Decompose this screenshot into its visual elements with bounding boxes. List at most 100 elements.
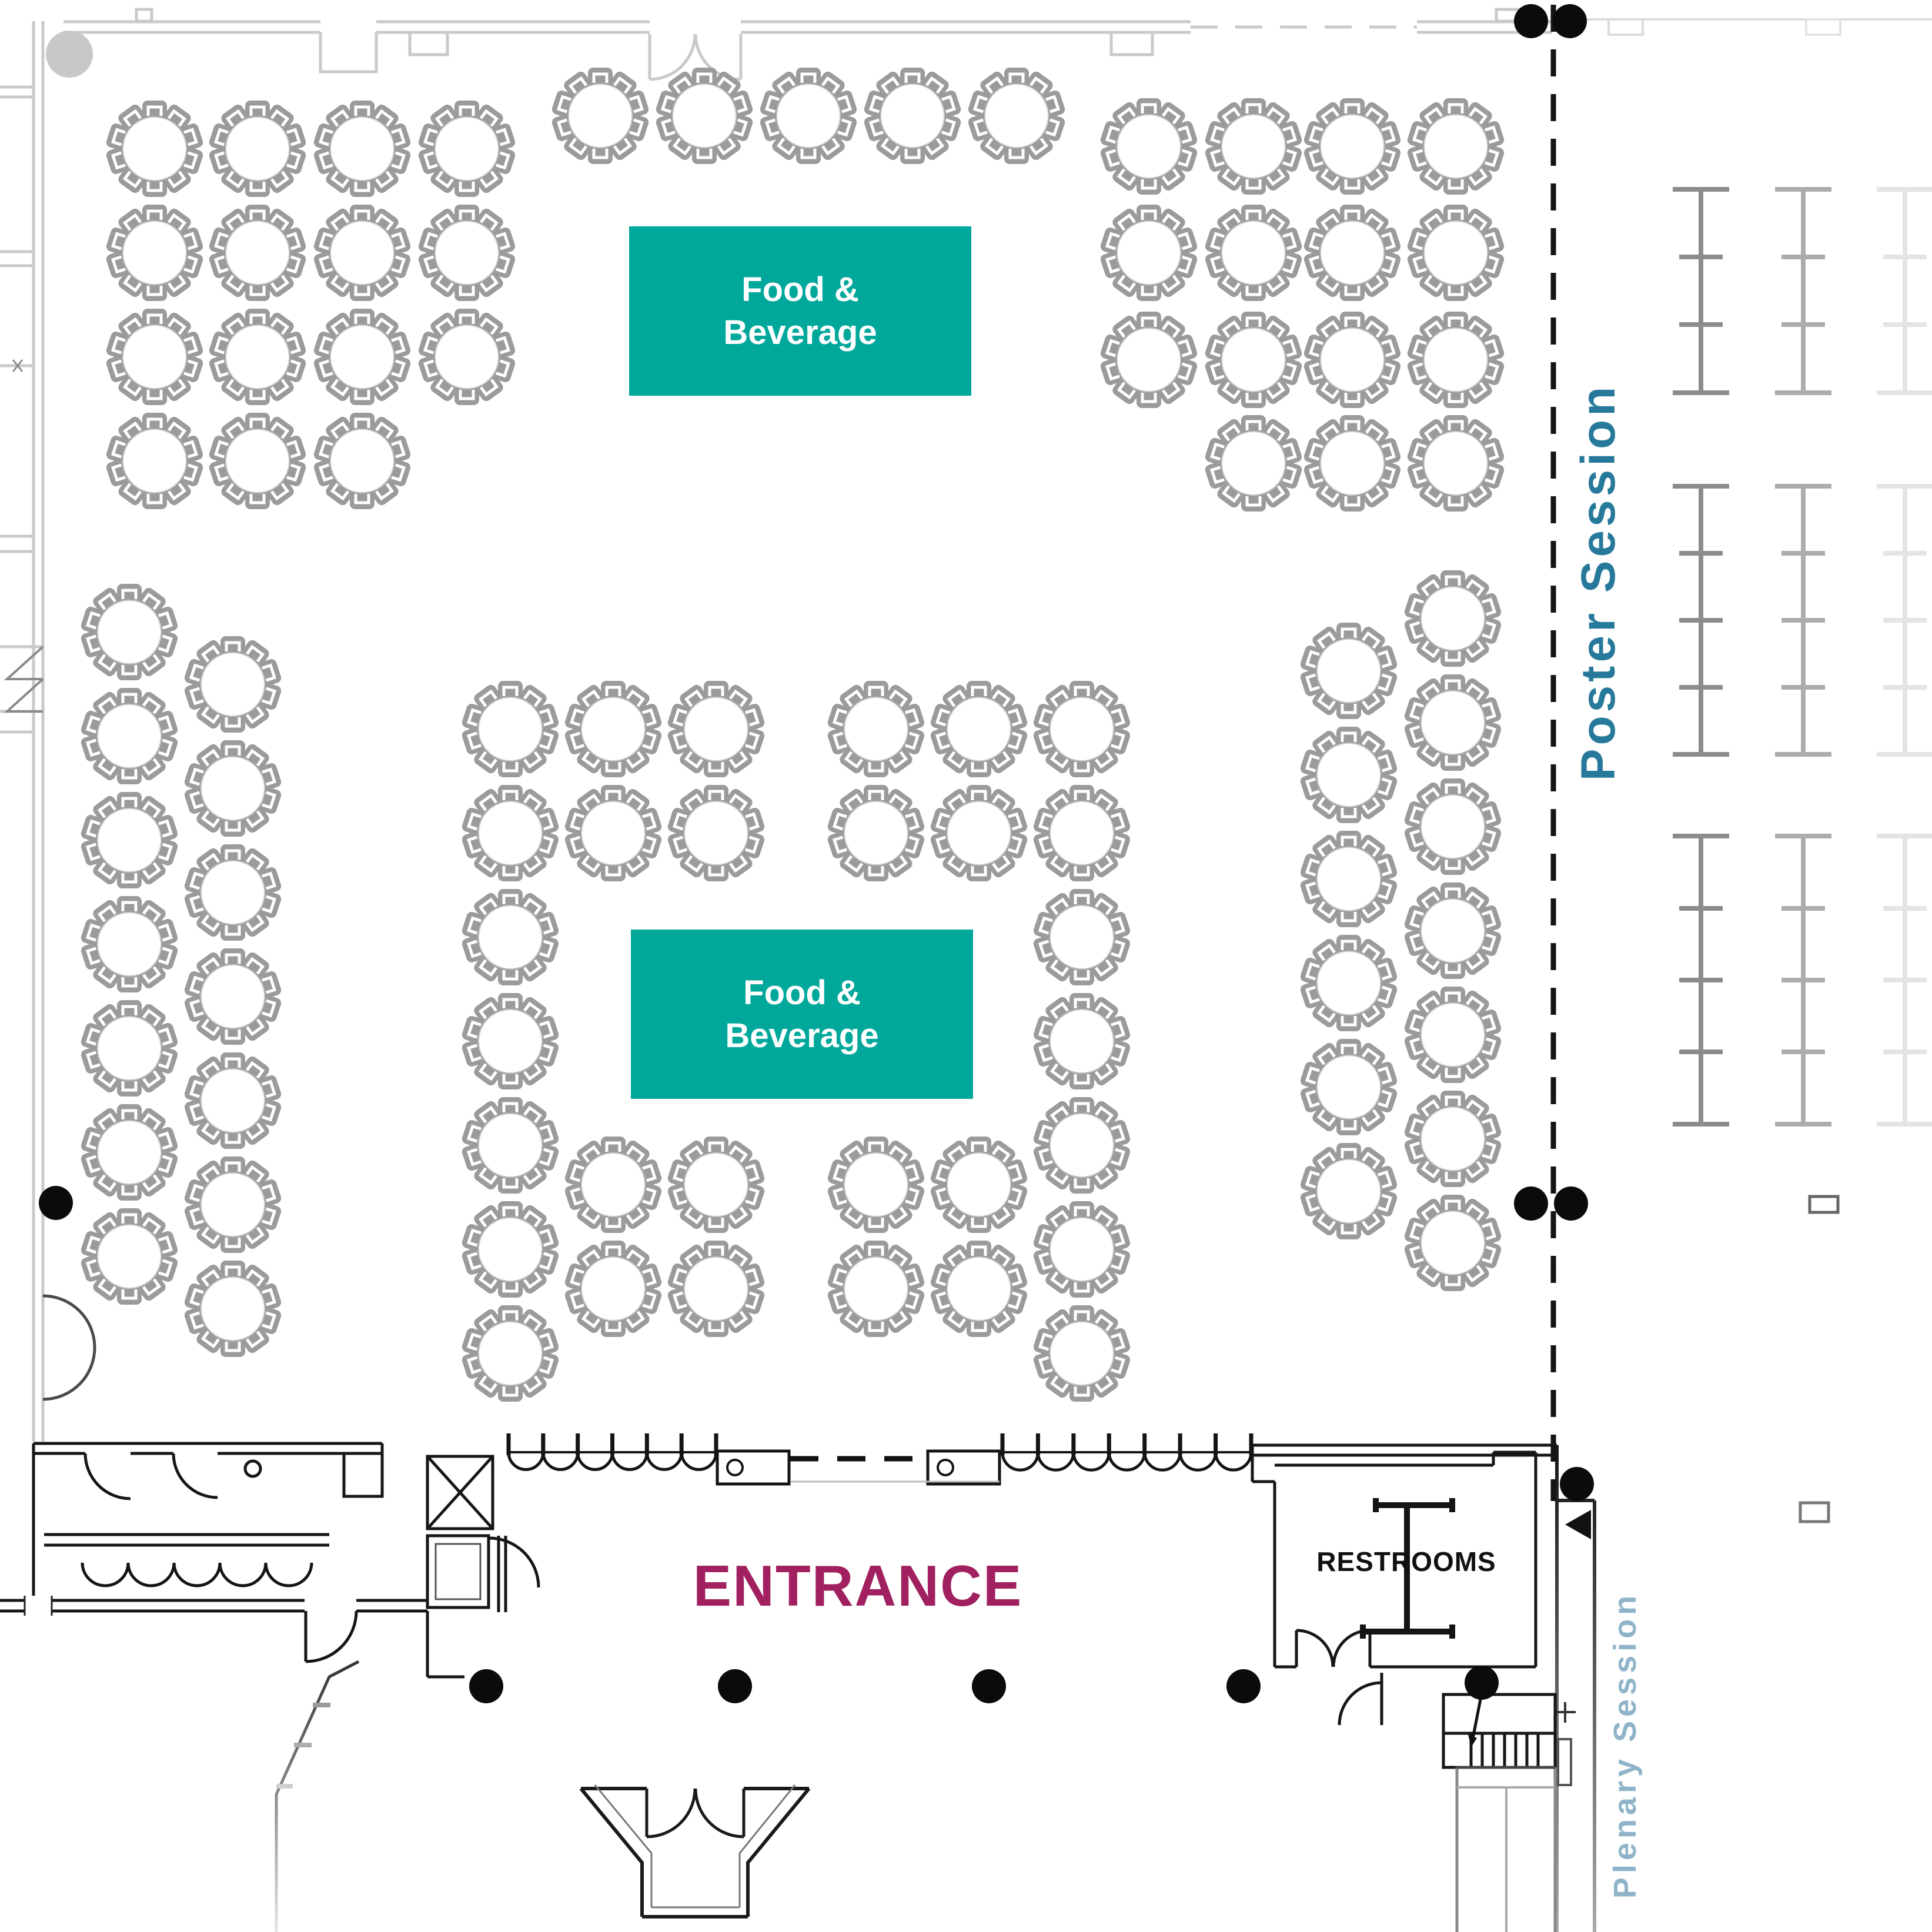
banquet-table [551,68,650,164]
poster-rack [1673,187,1729,395]
stairs [1442,1693,1557,1932]
banquet-table [313,309,412,405]
poster-rack [1877,834,1932,1127]
banquet-table [183,948,283,1045]
banquet-table [930,681,1029,777]
banquet-table [80,792,179,888]
banquet-table [1303,415,1402,512]
banquet-table [667,785,766,881]
banquet-table [1403,987,1503,1083]
stair-direction-arrow [1470,1693,1483,1742]
direction-triangle [1565,1510,1591,1539]
banquet-table [1406,415,1506,512]
banquet-table [461,681,560,777]
food-beverage-label-line2: Beverage [723,313,877,352]
banquet-table [105,205,205,301]
banquet-table [1299,1039,1399,1135]
banquet-table [667,681,766,777]
banquet-table [183,1052,283,1149]
banquet-table [1099,205,1199,301]
banquet-table [417,309,517,405]
banquet-table [461,1097,560,1194]
banquet-table [827,785,926,881]
poster-rack [1877,484,1932,757]
banquet-table [1299,623,1399,719]
banquet-table [208,413,307,509]
banquet-table [105,413,205,509]
banquet-table [80,896,179,992]
poster-rack [1877,187,1932,395]
bollard [39,1186,73,1220]
banquet-table [105,101,205,197]
banquet-table [1299,831,1399,927]
banquet-table [1299,935,1399,1031]
food-beverage-label-line1: Food & [741,270,859,309]
banquet-table [1299,727,1399,823]
banquet-table [417,205,517,301]
bollard [1554,1186,1588,1221]
scallop-wall [1000,1433,1254,1472]
bollard [1514,4,1548,38]
stair-arrowhead [1468,1734,1477,1747]
vestibule-double-door [645,1788,746,1839]
exterior-vestibule [579,1784,811,1918]
banquet-table [313,205,412,301]
restrooms-block [1251,1443,1596,1932]
elevators [275,1455,540,1932]
banquet-table [759,68,858,164]
banquet-table [1406,205,1506,301]
restroom-partition [1360,1498,1455,1639]
perimeter-walls-light [0,8,1932,1442]
bollard [972,1669,1006,1703]
banquet-table [208,101,307,197]
banquet-table [80,1000,179,1097]
bollard [718,1669,752,1703]
banquet-table [208,205,307,301]
banquet-table [461,1201,560,1298]
banquet-table [183,844,283,941]
banquet-table [1204,98,1303,195]
banquet-table [80,688,179,784]
food-beverage-station-2: Food & Beverage [631,930,973,1099]
poster-rack [1775,187,1831,395]
banquet-table [1403,778,1503,875]
scallop-walls [81,1433,1254,1587]
banquet-table [208,309,307,405]
banquet-table [461,785,560,881]
banquet-table [655,68,754,164]
food-beverage-station-1: Food & Beverage [629,226,971,396]
banquet-table [1099,312,1199,408]
banquet-table [313,101,412,197]
pocket-door-box [926,1449,1001,1486]
banquet-table [1299,1143,1399,1239]
banquet-table [1032,889,1132,985]
banquet-table [564,1137,663,1233]
left-door-markers [4,646,44,713]
banquet-table [1204,415,1303,512]
banquet-table [967,68,1067,164]
banquet-table [183,636,283,733]
banquet-table [1204,312,1303,408]
poster-rack [1775,484,1831,757]
banquet-table [461,889,560,985]
banquet-table [1406,98,1506,195]
banquet-table [1032,681,1132,777]
scallop-wall [81,1562,313,1587]
column-circle [46,31,93,78]
banquet-table [105,309,205,405]
banquet-table [1303,312,1402,408]
entrance-wall-fixtures [81,1433,1254,1587]
banquet-table [930,1241,1029,1337]
banquet-table [1032,785,1132,881]
banquet-table [1303,98,1402,195]
banquet-table [1406,312,1506,408]
banquet-table [1032,1201,1132,1298]
bollards [39,4,1594,1703]
left-double-door [42,1294,96,1401]
banquet-table [313,413,412,509]
banquet-table [183,1261,283,1357]
poster-rack [1775,834,1831,1127]
banquet-table [564,681,663,777]
banquet-table [930,1137,1029,1233]
